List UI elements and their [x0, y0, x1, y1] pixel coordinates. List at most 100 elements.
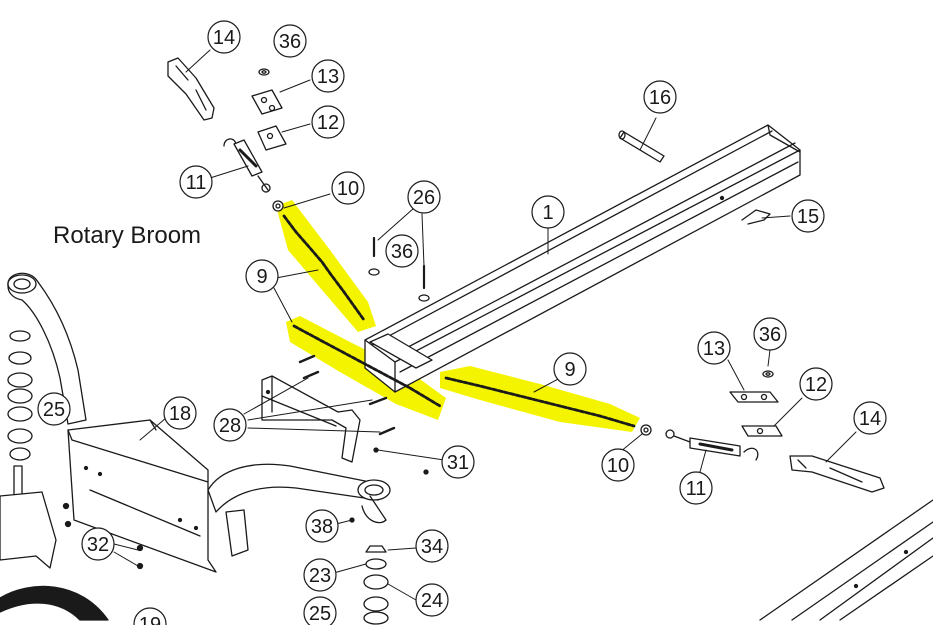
callout-circle	[311, 105, 345, 139]
callout-circle	[643, 80, 677, 114]
callout-label: 24	[421, 590, 443, 612]
callout-label: 1	[542, 202, 553, 224]
callout-circle	[207, 20, 241, 54]
callout-circle	[679, 471, 713, 505]
shackle-10-upper	[272, 200, 284, 212]
broom-bracket	[261, 375, 361, 463]
strap-14-right	[789, 455, 885, 493]
turnbuckle-11-upper	[223, 138, 271, 193]
callout-label: 18	[169, 403, 191, 425]
callout-label: 19	[139, 614, 161, 625]
callout-label: 9	[256, 266, 267, 288]
chain-left	[292, 324, 442, 408]
callout-circle	[799, 367, 833, 401]
frame-18	[7, 272, 391, 573]
callout-c32: 32	[81, 527, 115, 561]
callout-circle	[853, 401, 887, 435]
clip-15	[741, 209, 771, 225]
callout-label: 10	[337, 178, 359, 200]
plate-12-right	[741, 425, 783, 437]
callout-circle	[601, 448, 635, 482]
shackle-10-right	[640, 424, 652, 436]
callout-label: 25	[43, 399, 65, 421]
callout-c9b: 9	[553, 352, 587, 386]
callout-circle	[311, 59, 345, 93]
callout-c26: 26	[407, 180, 441, 214]
callout-c28: 28	[213, 408, 247, 442]
callout-circle	[407, 180, 441, 214]
callout-circle	[415, 529, 449, 563]
callout-label: 14	[859, 408, 881, 430]
callout-label: 25	[309, 603, 331, 625]
callout-c10b: 10	[601, 448, 635, 482]
callout-c38: 38	[305, 509, 339, 543]
callout-label: 38	[311, 516, 333, 538]
highlight-right-chain	[440, 366, 640, 432]
callout-c25b: 25	[303, 596, 337, 625]
callout-c36a: 36	[273, 24, 307, 58]
callout-c13a: 13	[311, 59, 345, 93]
callout-circle	[303, 558, 337, 592]
callout-label: 10	[607, 455, 629, 477]
callout-circle	[553, 352, 587, 386]
callout-c18: 18	[163, 396, 197, 430]
callout-label: 12	[317, 112, 339, 134]
callout-circle	[441, 445, 475, 479]
callout-c12a: 12	[311, 105, 345, 139]
callout-label: 34	[421, 536, 443, 558]
rail-bottom-right	[759, 499, 933, 621]
washer-36-upper	[258, 68, 270, 76]
callout-c23: 23	[303, 558, 337, 592]
callout-circle	[245, 259, 279, 293]
callout-label: 32	[87, 534, 109, 556]
callout-c12b: 12	[799, 367, 833, 401]
bearing-stack-bottom	[363, 545, 389, 625]
wheel	[0, 585, 109, 621]
callout-c24: 24	[415, 583, 449, 617]
diagram-title: Rotary Broom	[53, 222, 202, 249]
callout-label: 36	[391, 241, 413, 263]
callout-label: 14	[213, 27, 235, 49]
callout-c16: 16	[643, 80, 677, 114]
callout-circle	[697, 331, 731, 365]
mount-plate	[369, 333, 433, 369]
callout-c36b: 36	[385, 234, 419, 268]
callout-circle	[81, 527, 115, 561]
callout-label: 11	[186, 172, 207, 194]
callout-label: 9	[564, 359, 575, 381]
leader-lines	[113, 49, 857, 601]
callout-circle	[331, 171, 365, 205]
callout-circle	[303, 596, 337, 625]
callout-circle	[385, 234, 419, 268]
chain-right	[444, 376, 636, 428]
callout-circle	[179, 165, 213, 199]
callout-circle	[791, 199, 825, 233]
bearing-stack-25-left	[0, 330, 57, 569]
callout-c25a: 25	[37, 392, 71, 426]
callout-label: 36	[279, 31, 301, 53]
callout-label: 28	[219, 415, 241, 437]
callout-c11a: 11	[179, 165, 213, 199]
callout-circle	[531, 195, 565, 229]
callout-label: 23	[309, 565, 331, 587]
callout-label: 31	[447, 452, 469, 474]
callout-circle	[415, 583, 449, 617]
callout-c11b: 11	[679, 471, 713, 505]
bolts-26	[368, 236, 430, 302]
callout-c14b: 14	[853, 401, 887, 435]
callout-circle	[133, 607, 167, 625]
plate-13-right	[729, 391, 779, 403]
callout-circle	[163, 396, 197, 430]
callout-c10a: 10	[331, 171, 365, 205]
plate-13-upper	[251, 89, 283, 115]
turnbuckle-11-right	[665, 429, 759, 461]
plate-12-upper	[257, 125, 287, 151]
callout-circle	[37, 392, 71, 426]
callout-label: 15	[797, 206, 819, 228]
callout-c31: 31	[441, 445, 475, 479]
callout-c14a: 14	[207, 20, 241, 54]
callout-circle	[305, 509, 339, 543]
